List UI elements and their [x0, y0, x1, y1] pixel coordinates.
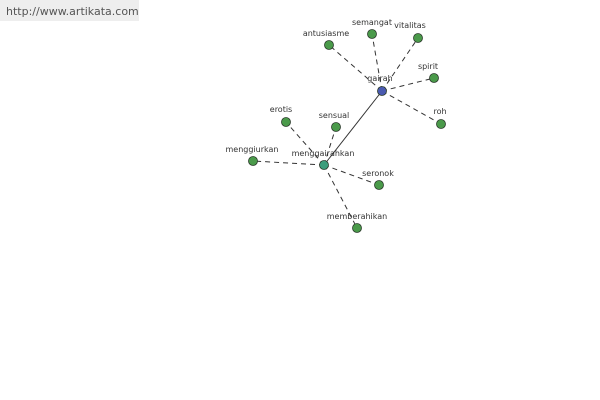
- node-roh[interactable]: [436, 119, 446, 129]
- node-erotis[interactable]: [281, 117, 291, 127]
- node-label-roh[interactable]: roh: [433, 107, 446, 116]
- node-vitalitas[interactable]: [413, 33, 423, 43]
- edge-menggairahkan-memberahikan: [323, 164, 358, 229]
- node-menggairahkan[interactable]: [319, 160, 329, 170]
- edge-menggairahkan-seronok: [323, 164, 380, 186]
- edges-layer: [252, 33, 442, 229]
- nodes-layer: [248, 29, 446, 233]
- edge-menggairahkan-menggiurkan: [252, 160, 325, 166]
- edge-gairah-menggairahkan: [323, 90, 383, 166]
- node-label-antusiasme[interactable]: antusiasme: [303, 29, 349, 38]
- node-label-menggairahkan[interactable]: menggairahkan: [292, 149, 355, 158]
- node-label-erotis[interactable]: erotis: [270, 105, 292, 114]
- node-label-vitalitas[interactable]: vitalitas: [394, 21, 426, 30]
- edge-gairah-antusiasme: [328, 44, 383, 92]
- node-gairah[interactable]: [377, 86, 387, 96]
- node-label-spirit[interactable]: spirit: [418, 62, 438, 71]
- edge-gairah-vitalitas: [381, 37, 419, 92]
- edge-menggairahkan-sensual: [323, 126, 337, 166]
- node-label-menggiurkan[interactable]: menggiurkan: [226, 145, 279, 154]
- node-spirit[interactable]: [429, 73, 439, 83]
- node-label-seronok[interactable]: seronok: [362, 169, 394, 178]
- node-antusiasme[interactable]: [324, 40, 334, 50]
- node-semangat[interactable]: [367, 29, 377, 39]
- node-menggiurkan[interactable]: [248, 156, 258, 166]
- node-sensual[interactable]: [331, 122, 341, 132]
- node-label-semangat[interactable]: semangat: [352, 18, 392, 27]
- node-label-memberahikan[interactable]: memberahikan: [327, 212, 387, 221]
- site-url-link[interactable]: http://www.artikata.com: [6, 5, 139, 18]
- node-label-gairah[interactable]: gairah: [367, 74, 392, 83]
- node-label-sensual[interactable]: sensual: [319, 111, 350, 120]
- url-banner: http://www.artikata.com: [0, 0, 139, 21]
- node-seronok[interactable]: [374, 180, 384, 190]
- node-memberahikan[interactable]: [352, 223, 362, 233]
- edge-gairah-semangat: [371, 33, 383, 92]
- edge-gairah-roh: [381, 90, 442, 125]
- edge-menggairahkan-erotis: [285, 121, 325, 166]
